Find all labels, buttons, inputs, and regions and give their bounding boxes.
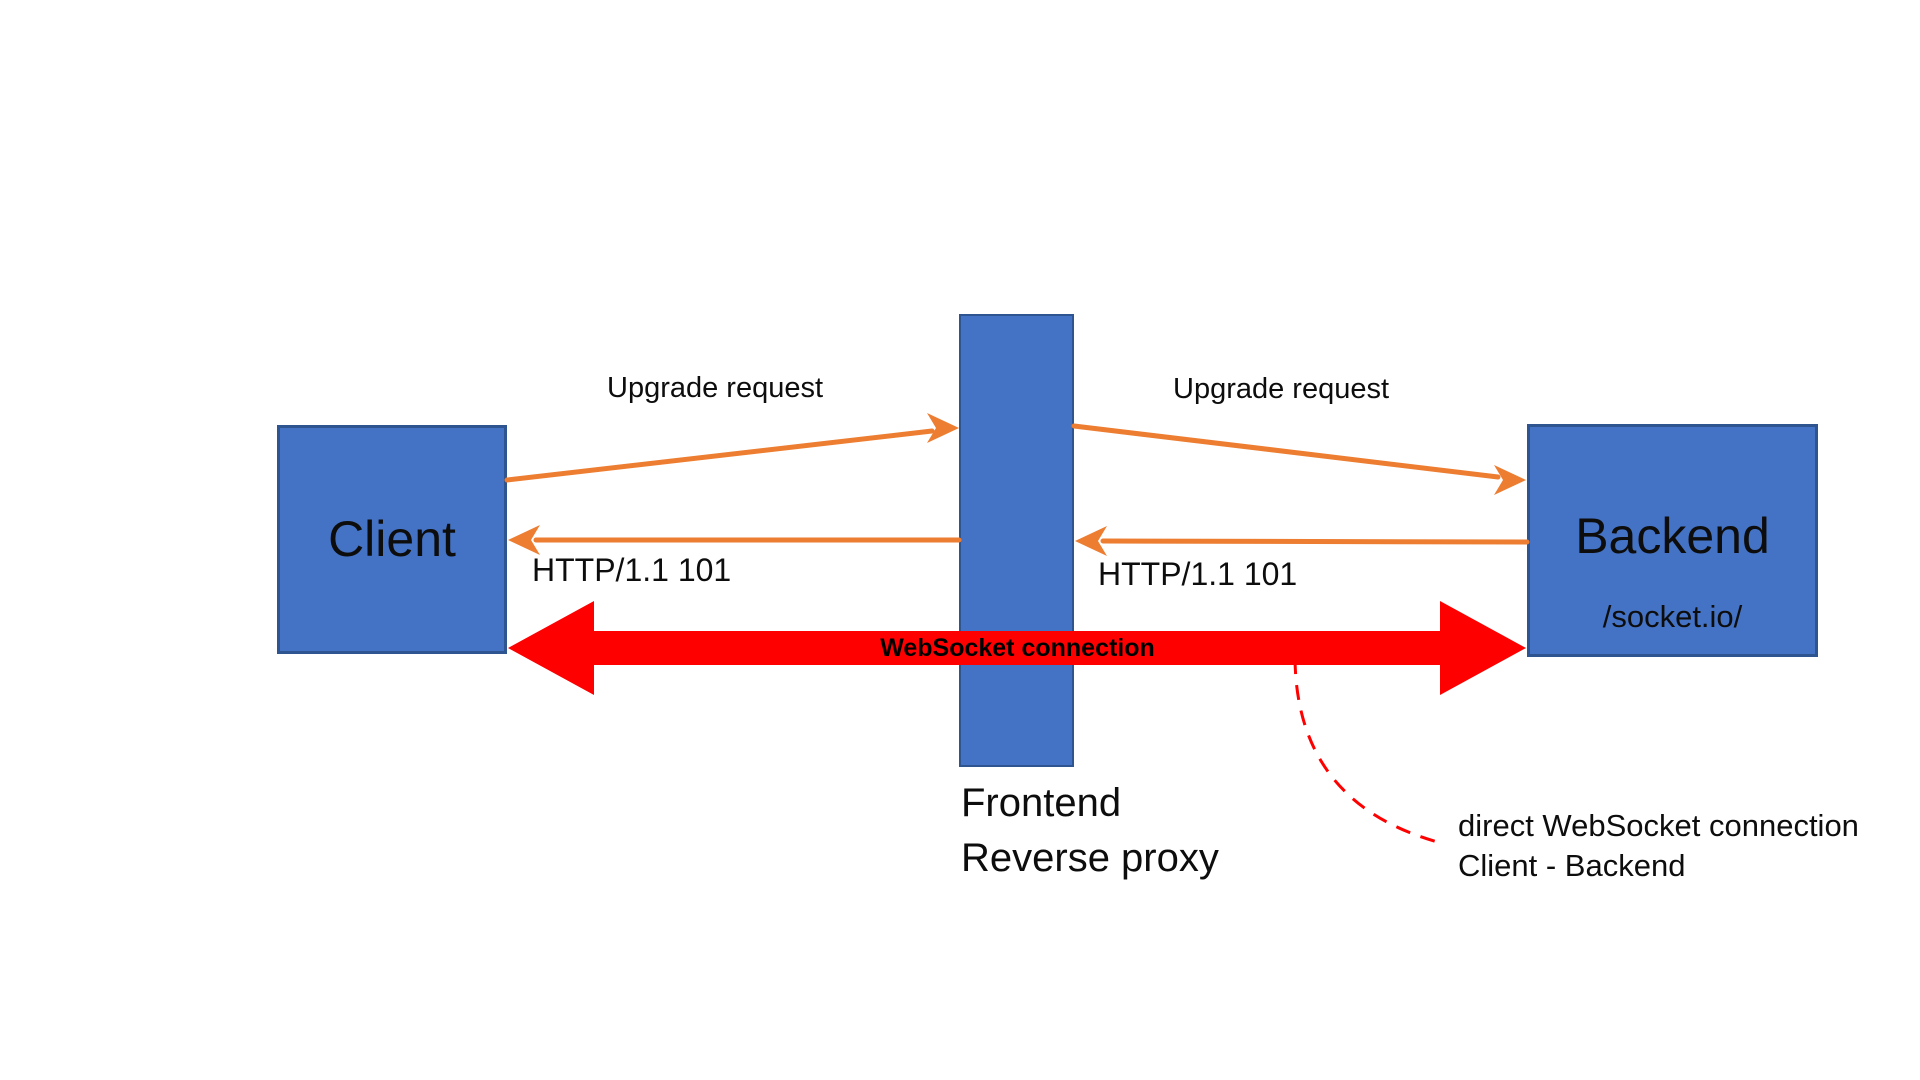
backend-label: Backend: [1575, 508, 1770, 564]
backend-path-label: /socket.io/: [1602, 599, 1743, 634]
annotation-line1: direct WebSocket connection: [1458, 808, 1859, 843]
reverse-proxy-caption-line2: Reverse proxy: [961, 836, 1219, 880]
callout-dashed-curve: [1293, 658, 1446, 846]
arrow-http101-proxy-to-client: [508, 525, 962, 555]
annotation-line2: Client - Backend: [1458, 848, 1686, 883]
arrow-upgrade-proxy-to-backend: [1071, 423, 1526, 495]
upgrade-request-label-right: Upgrade request: [1173, 373, 1390, 405]
websocket-connection-arrow: [508, 601, 1526, 695]
node-reverse-proxy: [959, 314, 1074, 767]
websocket-connection-label: WebSocket connection: [880, 634, 1155, 662]
node-client: Client: [277, 425, 507, 654]
http-101-label-left: HTTP/1.1 101: [532, 552, 732, 588]
client-label: Client: [328, 511, 456, 567]
reverse-proxy-caption-line1: Frontend: [961, 781, 1122, 825]
arrow-http101-backend-to-proxy: [1075, 526, 1530, 556]
direct-connection-annotation: direct WebSocket connection Client - Bac…: [1458, 806, 1859, 886]
arrow-upgrade-client-to-proxy: [504, 413, 959, 483]
http-101-label-right: HTTP/1.1 101: [1098, 556, 1298, 592]
reverse-proxy-caption: Frontend Reverse proxy: [961, 776, 1219, 886]
upgrade-request-label-left: Upgrade request: [607, 372, 824, 404]
node-backend: Backend /socket.io/: [1527, 424, 1818, 657]
